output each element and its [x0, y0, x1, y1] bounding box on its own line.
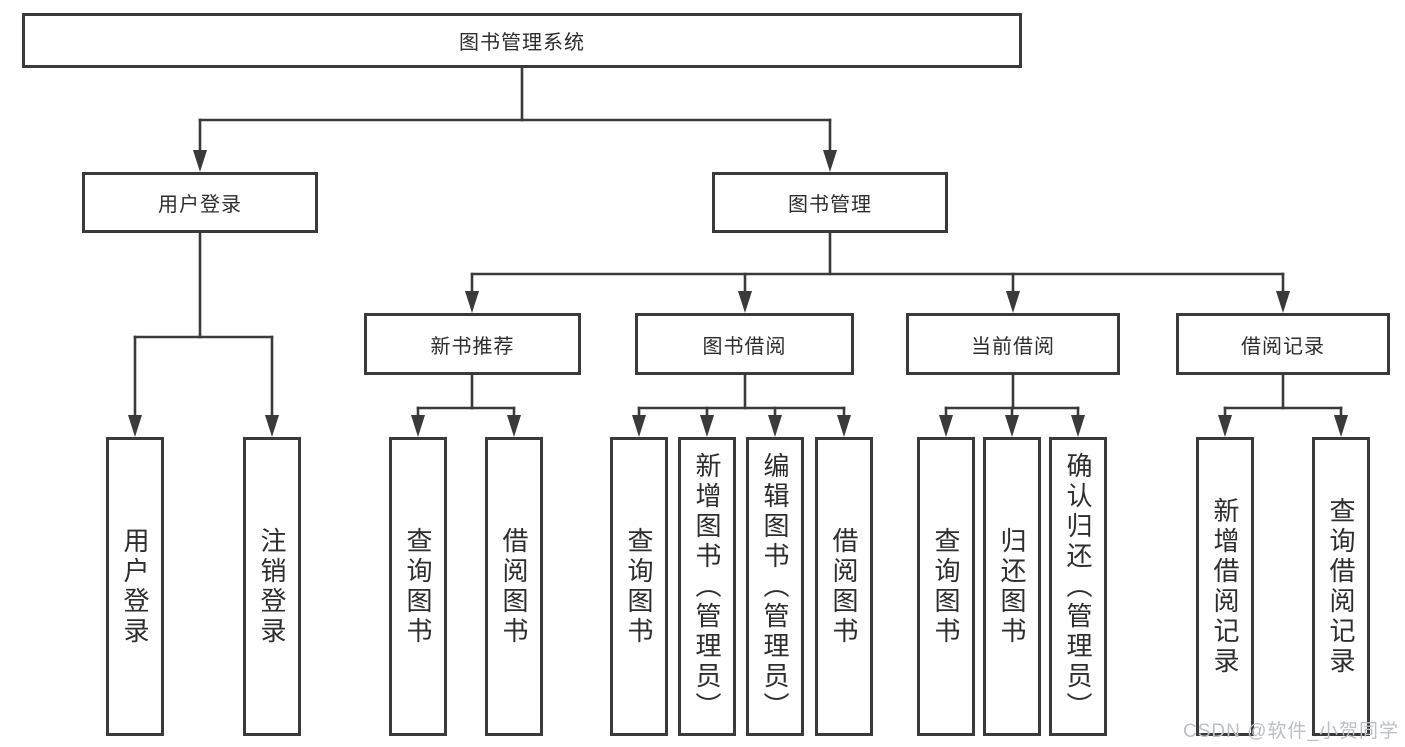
leaf-edit-book-label: 编辑图书（管理员）: [760, 451, 790, 722]
leaf-query-book-2-label: 查询图书: [624, 526, 654, 647]
node-current-borrow: 当前借阅: [906, 313, 1120, 375]
leaf-borrow-book-1-label: 借阅图书: [499, 526, 529, 647]
leaf-query-book-1-label: 查询图书: [403, 526, 433, 647]
leaf-confirm-return: 确认归还（管理员）: [1049, 437, 1107, 736]
leaf-return-book-label: 归还图书: [997, 526, 1027, 647]
arrowheads: [128, 150, 1348, 437]
leaf-user-login: 用户登录: [106, 437, 164, 736]
leaf-query-borrow-record-label: 查询借阅记录: [1326, 496, 1356, 677]
leaf-query-book-3-label: 查询图书: [931, 526, 961, 647]
leaf-borrow-book-1: 借阅图书: [485, 437, 543, 736]
leaf-return-book: 归还图书: [983, 437, 1041, 736]
leaf-query-borrow-record: 查询借阅记录: [1312, 437, 1370, 736]
leaf-query-book-1: 查询图书: [389, 437, 447, 736]
node-root: 图书管理系统: [22, 13, 1022, 68]
node-book-management-label: 图书管理: [788, 194, 872, 216]
leaf-add-book-label: 新增图书（管理员）: [692, 451, 722, 722]
node-new-book-recommend-label: 新书推荐: [430, 335, 515, 358]
leaf-confirm-return-label: 确认归还（管理员）: [1063, 451, 1093, 722]
leaf-logout: 注销登录: [243, 437, 301, 736]
watermark: CSDN @软件_小贺同学: [1183, 721, 1399, 742]
node-book-borrow-label: 图书借阅: [702, 335, 787, 358]
leaf-add-borrow-record: 新增借阅记录: [1196, 437, 1254, 736]
node-borrow-records-label: 借阅记录: [1241, 335, 1325, 358]
leaf-borrow-book-2: 借阅图书: [815, 437, 873, 736]
leaf-add-borrow-record-label: 新增借阅记录: [1210, 496, 1240, 677]
node-user-login: 用户登录: [82, 172, 318, 233]
leaf-edit-book: 编辑图书（管理员）: [746, 437, 804, 736]
node-borrow-records: 借阅记录: [1176, 313, 1390, 375]
node-user-login-label: 用户登录: [158, 194, 242, 216]
leaf-add-book: 新增图书（管理员）: [678, 437, 736, 736]
leaf-borrow-book-2-label: 借阅图书: [829, 526, 859, 647]
leaf-user-login-label: 用户登录: [120, 526, 150, 647]
node-root-label: 图书管理系统: [459, 32, 585, 54]
node-current-borrow-label: 当前借阅: [971, 335, 1055, 358]
node-book-borrow: 图书借阅: [635, 313, 854, 375]
node-book-management: 图书管理: [712, 172, 948, 233]
leaf-query-book-3: 查询图书: [917, 437, 975, 736]
leaf-logout-label: 注销登录: [257, 526, 287, 647]
leaf-query-book-2: 查询图书: [610, 437, 668, 736]
node-new-book-recommend: 新书推荐: [364, 313, 581, 375]
